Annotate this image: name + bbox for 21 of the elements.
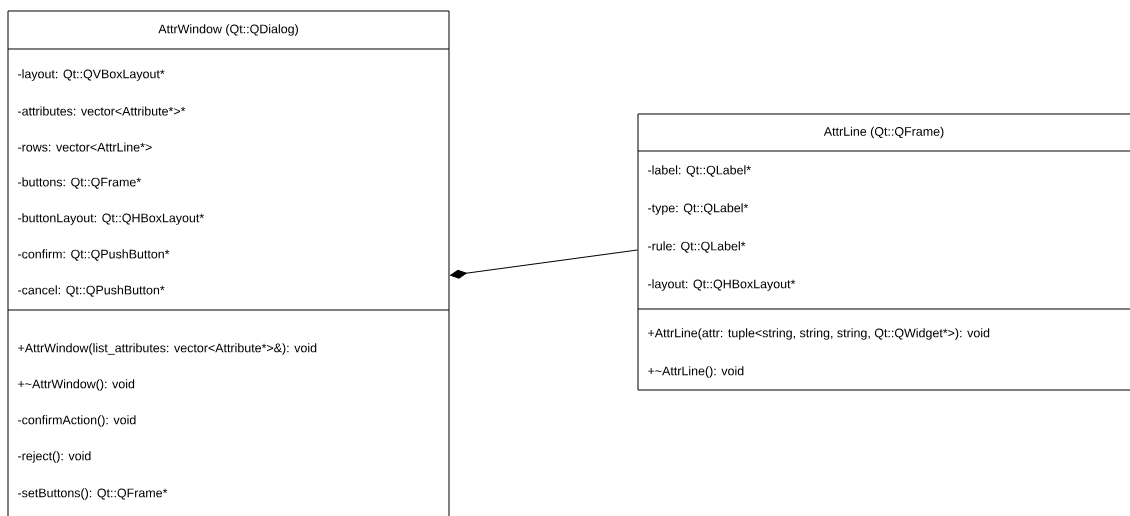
method-text: +~AttrLine(): void [648,366,744,378]
attribute-text: -layout: Qt::QHBoxLayout* [648,279,796,291]
attribute-text: -rows: vector<AttrLine*> [18,142,152,152]
attribute-text: -attributes: vector<Attribute*>* [18,106,186,116]
method-text: -setButtons(): Qt::QFrame* [18,488,168,500]
method-text: -confirmAction(): void [18,415,136,427]
method-text: +~AttrWindow(): void [18,379,135,391]
method-text: +AttrWindow(list_attributes: vector<Attribute*>&): void [18,343,317,355]
attribute-text: -cancel: Qt::QPushButton* [18,285,165,297]
attribute-text: -confirm: Qt::QPushButton* [18,249,170,261]
attribute-text: -layout: Qt::QVBoxLayout* [18,69,165,81]
class-name: AttrWindow (Qt::QDialog) [158,24,298,36]
method-text: +AttrLine(attr: tuple<string, string, string, Qt::QWidget*>): void [648,328,990,340]
attribute-text: -buttonLayout: Qt::QHBoxLayout* [18,213,204,225]
attribute-text: -label: Qt::QLabel* [648,165,751,177]
attribute-text: -rule: Qt::QLabel* [648,241,746,253]
method-text: -reject(): void [18,451,91,463]
attribute-text: -type: Qt::QLabel* [648,203,749,215]
class-name: AttrLine (Qt::QFrame) [823,126,944,139]
composition-line [450,249,638,279]
attribute-text: -buttons: Qt::QFrame* [18,177,141,189]
